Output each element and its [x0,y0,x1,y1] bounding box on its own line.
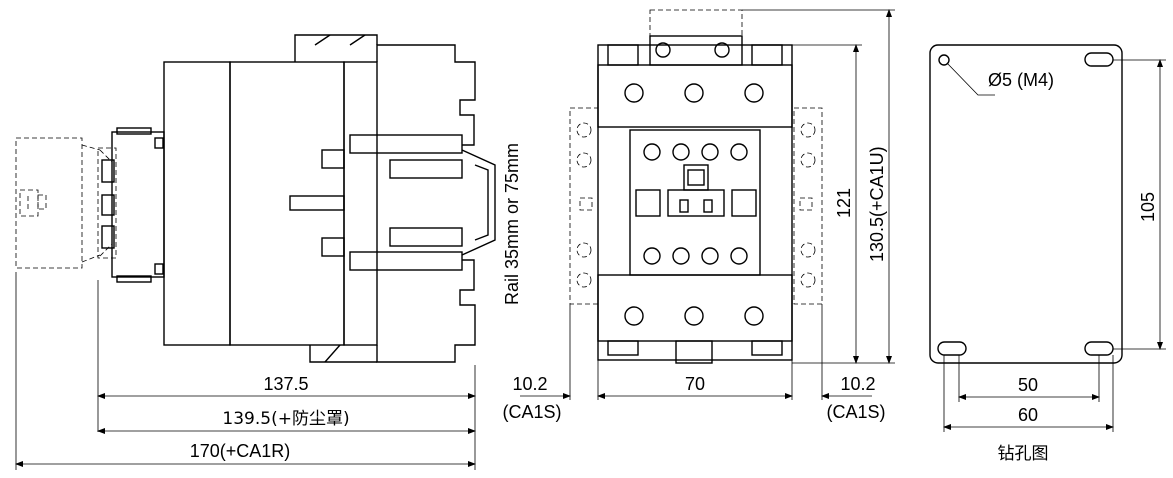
front-dim-right-note: (CA1S) [826,402,885,422]
side-dim-1: 137.5 [263,374,308,394]
drill-dim-height: 105 [1138,192,1158,222]
drill-dim-outer: 60 [1018,405,1038,425]
side-dimensions [15,272,476,470]
side-dim-2: 139.5(+防尘罩) [222,409,349,429]
aux-contact-module [101,127,165,283]
front-dim-left-note: (CA1S) [502,402,561,422]
drill-plate [929,44,1123,364]
hole-leader [946,62,995,96]
front-dim-height-total: 130.5(+CA1U) [867,146,887,262]
contactor-body [163,34,496,363]
front-dim-height: 121 [834,188,854,218]
dust-cover-outline [97,147,117,259]
side-dim-3: 170(+CA1R) [190,441,291,461]
side-module-details [576,122,816,288]
front-body [597,44,793,361]
aux-block [629,129,761,276]
mounting-holes [937,52,1114,356]
front-dimensions [520,9,895,400]
side-view: Rail 35mm or 75mm 137.5 139.5(+防尘罩) 170(… [15,34,522,470]
front-view: 70 10.2 (CA1S) 10.2 (CA1S) 121 130.5(+CA… [502,9,895,422]
front-dim-left: 10.2 [512,374,547,394]
ca1r-attachment-outline [15,137,101,269]
hole-label: Ø5 (M4) [988,70,1054,90]
drill-caption: 钻孔图 [998,444,1049,464]
center-mechanism [635,164,757,217]
ca1u-outline [649,9,743,37]
drill-view: Ø5 (M4) 105 50 60 钻孔图 [929,44,1166,464]
terminal-screws [624,83,764,326]
drill-dimensions [943,59,1166,432]
drill-dim-inner: 50 [1018,375,1038,395]
rail-label: Rail 35mm or 75mm [502,143,522,305]
front-dim-right: 10.2 [840,374,875,394]
front-dim-width: 70 [685,374,705,394]
